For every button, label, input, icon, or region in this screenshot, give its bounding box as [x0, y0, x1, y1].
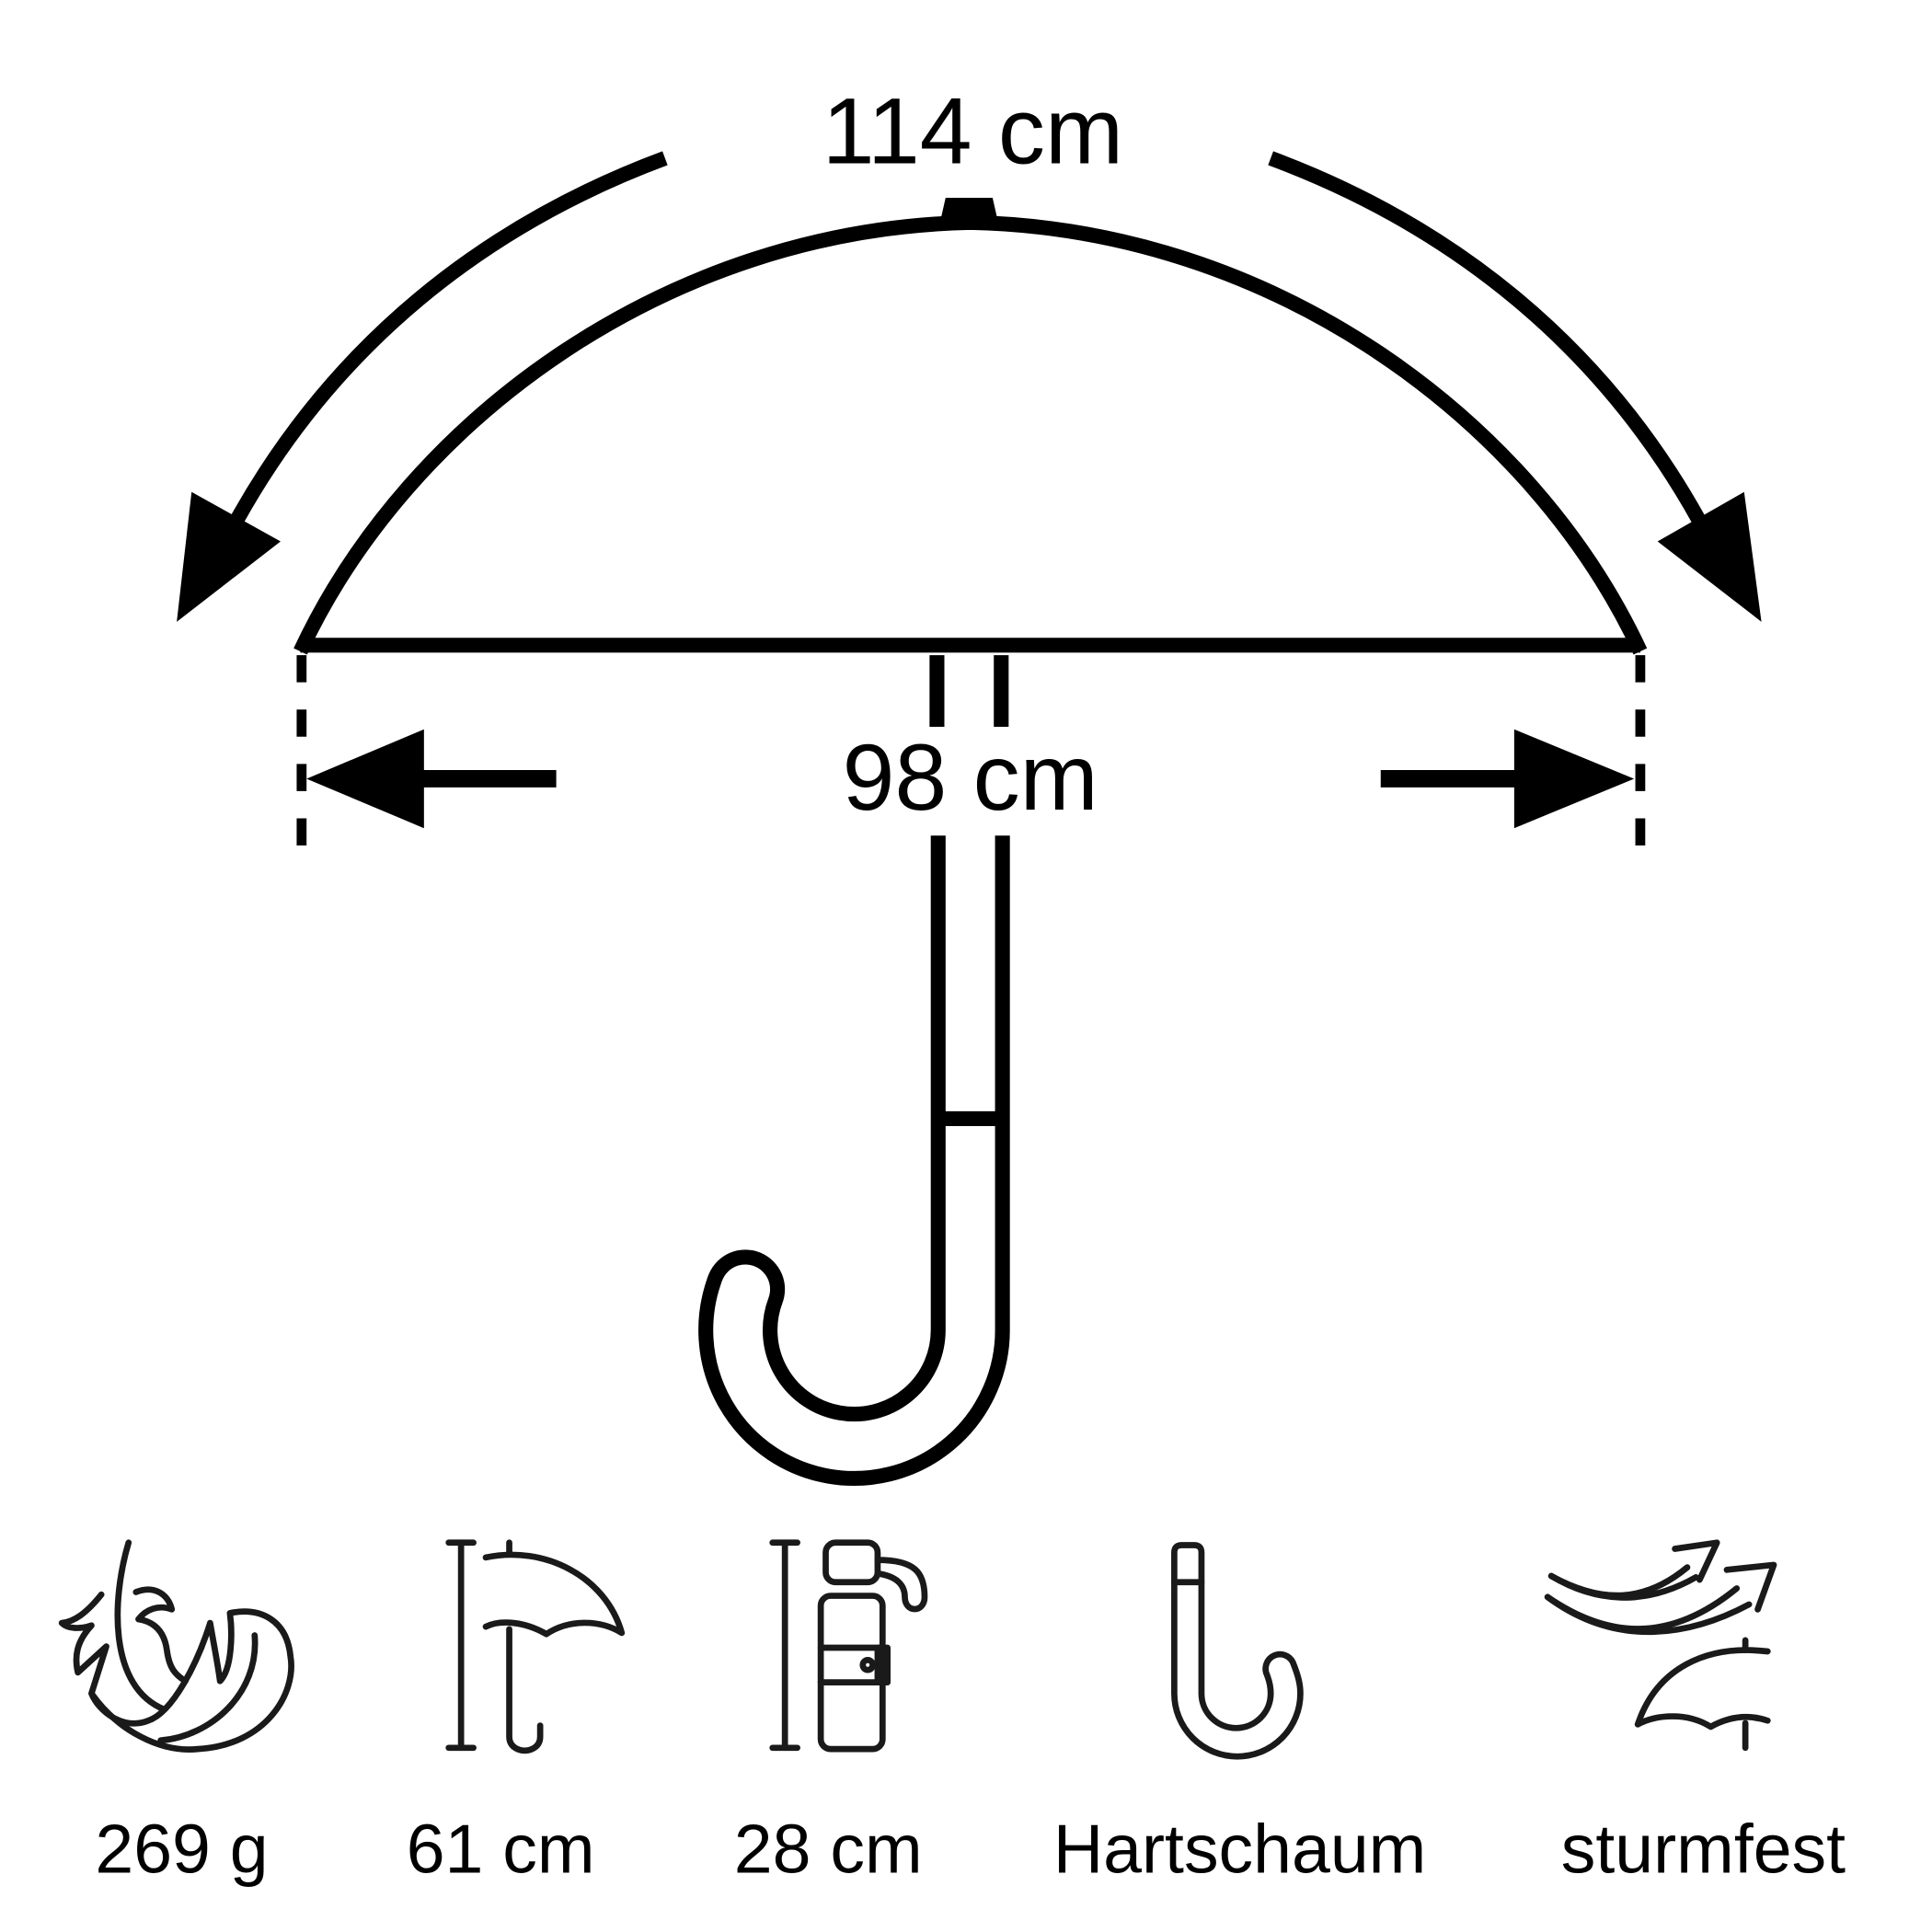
span-width-label: 98 cm	[843, 725, 1098, 830]
feature-label-open-length: 61 cm	[407, 1811, 595, 1888]
open-umbrella-length-icon	[445, 1539, 626, 1754]
canopy-arc-length-label: 114 cm	[822, 78, 1123, 183]
umbrella-shaft-handle	[698, 655, 1010, 1486]
feature-label-stormproof: sturmfest	[1561, 1811, 1846, 1888]
arc-arrow-right	[1268, 151, 1762, 622]
feature-label-closed-length: 28 cm	[734, 1811, 923, 1888]
span-arrow-left	[306, 729, 557, 829]
feature-label-weight: 269 g	[95, 1811, 268, 1888]
handle-icon	[1171, 1542, 1304, 1760]
feather-icon	[58, 1539, 294, 1753]
arc-arrow-left	[177, 151, 668, 622]
span-arrow-right	[1380, 729, 1635, 829]
closed-umbrella-length-icon	[769, 1539, 928, 1753]
umbrella-canopy	[293, 197, 1648, 655]
canopy-tip	[939, 197, 999, 225]
feature-label-handle-material: Hartschaum	[1053, 1811, 1426, 1888]
storm-umbrella-icon	[1544, 1539, 1777, 1752]
